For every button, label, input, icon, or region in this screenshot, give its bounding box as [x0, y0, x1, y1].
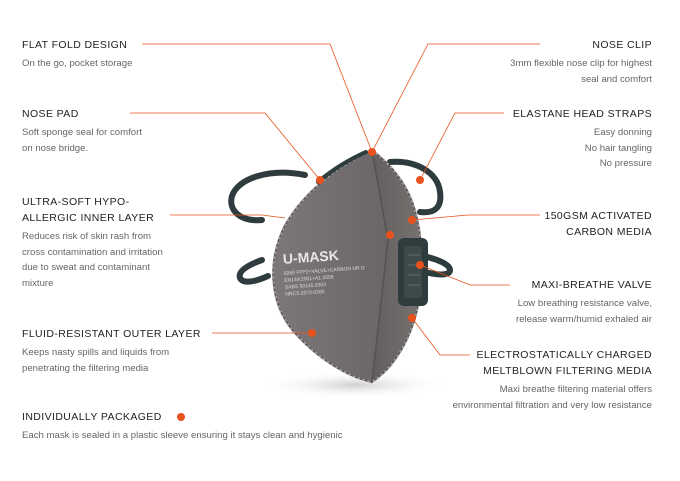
feature-title-line: ULTRA-SOFT HYPO- [22, 196, 130, 208]
mask-seam [371, 149, 424, 383]
feature-desc-line: Low breathing resistance valve, [517, 298, 652, 309]
mask-print-line: EN149:2001+A1:2009 [284, 274, 334, 283]
feature-title-line: MELTBLOWN FILTERING MEDIA [483, 365, 652, 377]
feature-title: NOSE CLIP [592, 39, 652, 51]
feature-desc-line: seal and comfort [581, 73, 652, 85]
feature-desc-line: Soft sponge seal for comfort [22, 127, 142, 138]
feature-desc: 3mm flexible nose clip for highest seal … [510, 56, 652, 87]
feature-desc-line: No hair tangling [584, 142, 652, 154]
feature-title: FLUID-RESISTANT OUTER LAYER [22, 328, 201, 340]
feature-desc-line: Each mask is sealed in a plastic sleeve … [22, 430, 343, 441]
feature-desc: Low breathing resistance valve, release … [516, 296, 652, 327]
feature-desc-line: Easy donning [593, 127, 652, 138]
feature-desc: Easy donning No hair tangling No pressur… [513, 125, 652, 172]
feature-outer-layer: FLUID-RESISTANT OUTER LAYER Keeps nasty … [22, 327, 201, 376]
feature-desc-line: No pressure [599, 158, 652, 169]
feature-desc: Soft sponge seal for comfort on nose bri… [22, 125, 142, 156]
feature-flat-fold-design: FLAT FOLD DESIGN On the go, pocket stora… [22, 38, 132, 72]
feature-desc: On the go, pocket storage [22, 56, 132, 72]
head-strap [228, 158, 454, 285]
feature-title: INDIVIDUALLY PACKAGED [22, 411, 162, 423]
feature-nose-clip: NOSE CLIP 3mm flexible nose clip for hig… [510, 38, 652, 87]
feature-desc-line: mixture [22, 277, 54, 289]
callout-lines [130, 43, 540, 356]
mask-print-line: 8260 FFP2+VALVE+CARBON NR D [284, 265, 366, 277]
callout-dots [177, 148, 424, 421]
feature-title-line: ELECTROSTATICALLY CHARGED [476, 349, 652, 361]
feature-title-line: 150GSM ACTIVATED [544, 210, 652, 222]
feature-title: ELASTANE HEAD STRAPS [512, 108, 652, 120]
feature-desc-line: 3mm flexible nose clip for highest [510, 58, 652, 69]
feature-desc-line: Keeps nasty spills and liquids from [22, 347, 170, 358]
feature-desc-line: Maxi breathe filtering material offers [499, 384, 652, 395]
feature-desc: Keeps nasty spills and liquids from pene… [22, 345, 201, 376]
feature-title: FLAT FOLD DESIGN [22, 39, 128, 51]
feature-inner-layer: ULTRA-SOFT HYPO- ALLERGIC INNER LAYER Re… [22, 195, 163, 291]
feature-desc-line: penetrating the filtering media [22, 362, 149, 374]
feature-carbon-media: 150GSM ACTIVATED CARBON MEDIA [544, 209, 652, 239]
feature-desc-line: environmental filtration and very low re… [452, 399, 652, 411]
feature-title: NOSE PAD [22, 108, 79, 120]
feature-meltblown-media: ELECTROSTATICALLY CHARGED MELTBLOWN FILT… [453, 348, 652, 413]
feature-breathe-valve: MAXI-BREATHE VALVE Low breathing resista… [516, 278, 652, 327]
mask-print-line: SABS 50145:2003 [285, 282, 327, 291]
feature-nose-pad: NOSE PAD Soft sponge seal for comfort on… [22, 107, 142, 156]
feature-desc-line: due to sweat and contaminant [22, 262, 151, 273]
feature-desc-line: on nose bridge. [22, 142, 89, 154]
feature-title-line: CARBON MEDIA [566, 226, 652, 238]
feature-title: MAXI-BREATHE VALVE [531, 279, 652, 291]
feature-title-line: ALLERGIC INNER LAYER [22, 212, 155, 224]
mask-brand-text: U-MASK [282, 247, 339, 267]
exhale-valve [398, 238, 428, 306]
mask-print-line: NRCS:2072:0260 [285, 289, 325, 298]
feature-desc-line: release warm/humid exhaled air [516, 313, 652, 325]
mask-fold-line [371, 149, 389, 383]
feature-desc-line: cross contamination and irritation [22, 246, 163, 258]
feature-head-straps: ELASTANE HEAD STRAPS Easy donning No hai… [513, 107, 652, 172]
feature-desc: Maxi breathe filtering material offers e… [453, 382, 652, 413]
feature-desc-line: Reduces risk of skin rash from [22, 231, 152, 242]
feature-desc: Reduces risk of skin rash from cross con… [22, 229, 163, 291]
mask-shadow [260, 371, 450, 399]
feature-desc-line: On the go, pocket storage [22, 58, 133, 69]
feature-desc: Each mask is sealed in a plastic sleeve … [22, 428, 343, 444]
feature-individually-packaged: INDIVIDUALLY PACKAGED Each mask is seale… [22, 410, 343, 444]
